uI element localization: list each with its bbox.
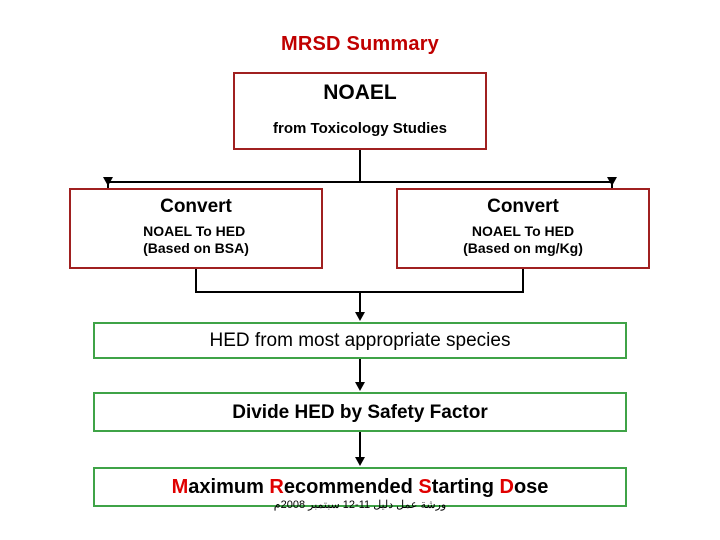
node-convert-bsa-line3: (Based on BSA) <box>143 240 249 256</box>
node-convert-mgkg-line2: NOAEL To HED <box>471 223 575 239</box>
connector-split-bar <box>107 181 613 183</box>
node-mrsd-part-0: M <box>171 476 189 498</box>
footer-note: ورشة عمل دليل 11-12 سبتمبر 2008م <box>273 499 447 511</box>
connector-merge-to-hed <box>359 291 361 313</box>
node-convert-mgkg-heading: Convert <box>487 196 559 217</box>
node-hed-species-heading: HED from most appropriate species <box>209 329 511 351</box>
node-hed-species: HED from most appropriate species <box>93 322 627 359</box>
node-noael: NOAEL from Toxicology Studies <box>233 72 487 150</box>
node-convert-bsa-line2: NOAEL To HED <box>143 223 246 239</box>
connector-noael-to-split <box>359 150 361 183</box>
connector-convert-mgkg-down <box>522 269 524 291</box>
node-convert-bsa-sublines: NOAEL To HED (Based on BSA) <box>143 223 249 257</box>
node-convert-bsa-heading: Convert <box>160 196 232 217</box>
node-convert-bsa: Convert NOAEL To HED (Based on BSA) <box>69 188 323 269</box>
connector-divide-to-mrsd <box>359 432 361 459</box>
arrow-head-to-convert-mgkg <box>607 177 617 186</box>
node-mrsd-part-4: S <box>418 476 432 498</box>
node-mrsd-part-5: tarting <box>431 476 500 498</box>
node-convert-mgkg-line3: (Based on mg/Kg) <box>463 240 583 256</box>
node-mrsd-part-1: aximum <box>188 476 270 498</box>
node-mrsd-part-2: R <box>269 476 284 498</box>
arrow-head-to-convert-bsa <box>103 177 113 186</box>
arrow-head-to-hed-species <box>355 312 365 321</box>
node-divide-hed-heading: Divide HED by Safety Factor <box>232 401 488 423</box>
node-mrsd-part-6: D <box>499 476 514 498</box>
node-mrsd: Maximum Recommended Starting Dose <box>93 467 627 507</box>
node-convert-mgkg: Convert NOAEL To HED (Based on mg/Kg) <box>396 188 650 269</box>
arrow-head-to-mrsd <box>355 457 365 466</box>
node-noael-heading: NOAEL <box>323 81 397 104</box>
node-mrsd-part-3: ecommended <box>283 476 419 498</box>
connector-convert-bsa-down <box>195 269 197 291</box>
arrow-head-to-divide-hed <box>355 382 365 391</box>
page-title: MRSD Summary <box>281 33 439 55</box>
node-noael-subtext: from Toxicology Studies <box>273 120 447 137</box>
connector-hed-to-divide <box>359 359 361 383</box>
node-convert-mgkg-sublines: NOAEL To HED (Based on mg/Kg) <box>463 223 583 257</box>
node-mrsd-heading: Maximum Recommended Starting Dose <box>172 475 549 499</box>
node-divide-hed: Divide HED by Safety Factor <box>93 392 627 432</box>
node-mrsd-part-7: ose <box>513 476 549 498</box>
